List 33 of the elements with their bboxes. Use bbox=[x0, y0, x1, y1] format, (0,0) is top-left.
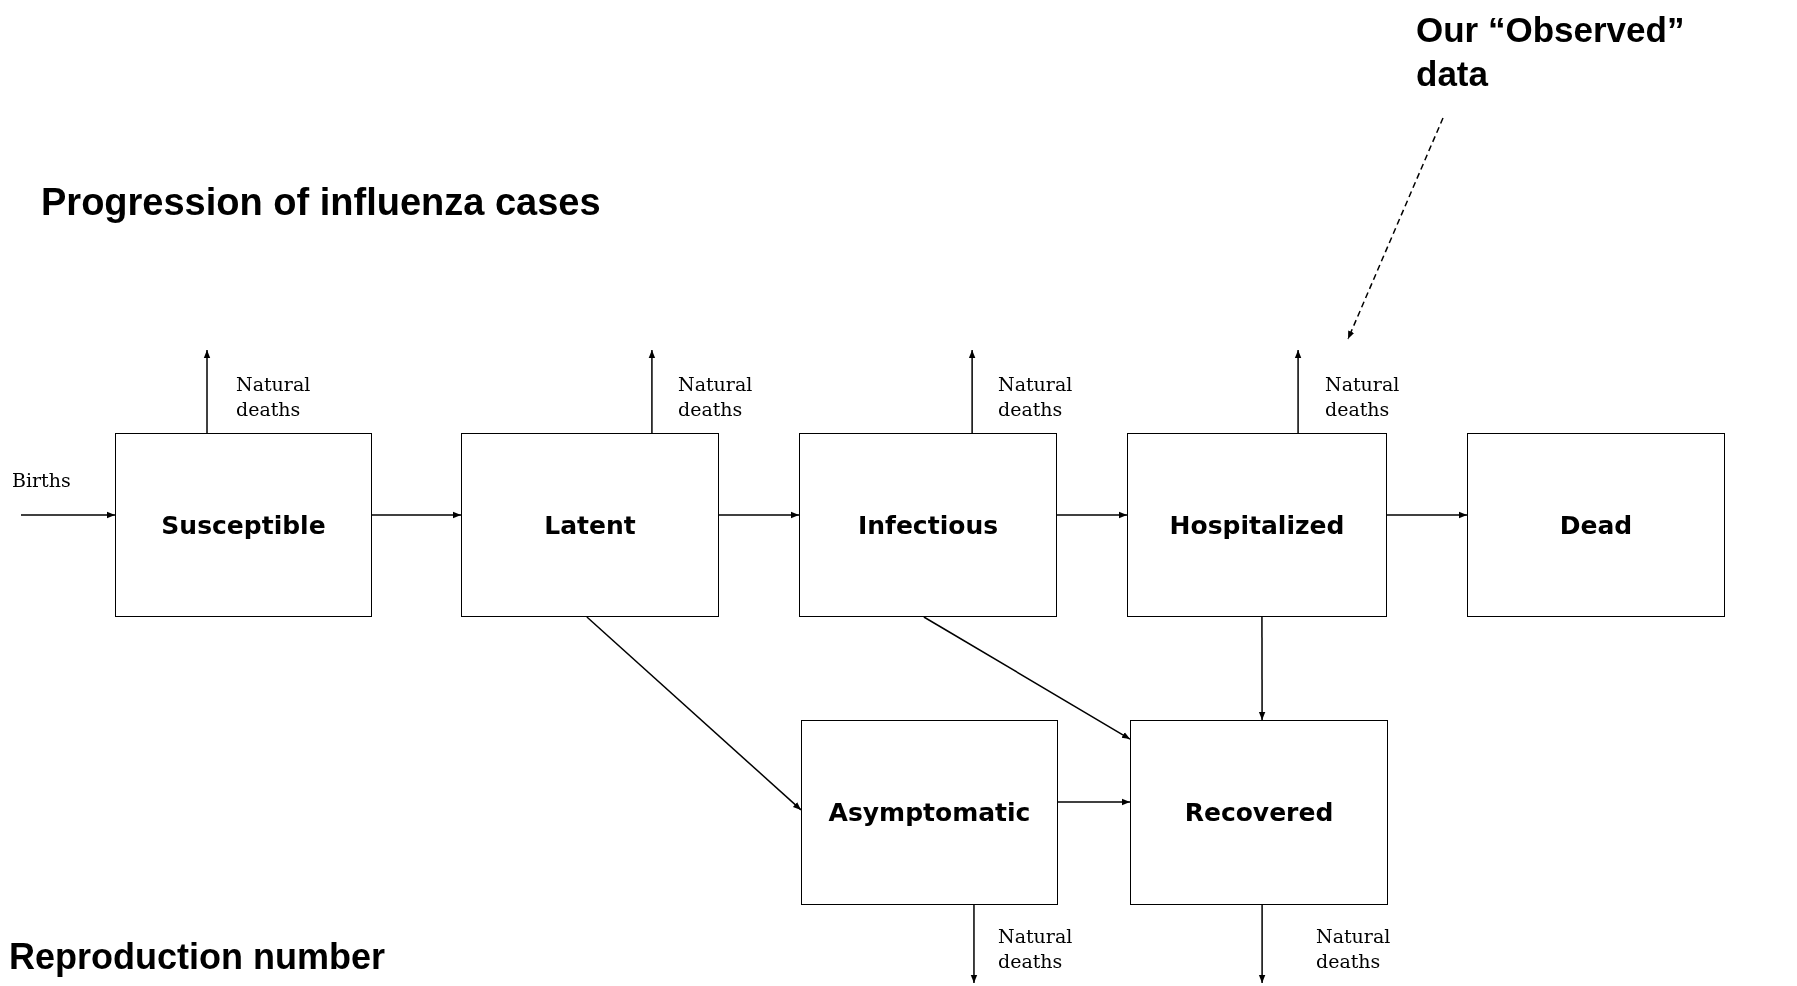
compartment-label: Hospitalized bbox=[1169, 510, 1345, 540]
arrow bbox=[968, 349, 976, 434]
compartment-label: Recovered bbox=[1184, 798, 1334, 827]
arrow bbox=[970, 904, 978, 984]
compartment-box bbox=[1127, 433, 1387, 617]
compartment-box bbox=[1130, 720, 1388, 905]
compartment-box bbox=[1467, 433, 1725, 617]
arrow bbox=[1258, 616, 1266, 721]
compartment-box bbox=[801, 720, 1058, 905]
compartment-label: Infectious bbox=[857, 510, 999, 540]
compartment-box bbox=[115, 433, 372, 617]
compartment-label: Susceptible bbox=[161, 510, 326, 540]
arrow bbox=[203, 349, 211, 434]
compartment-label: Asymptomatic bbox=[828, 798, 1031, 827]
compartment-label: Latent bbox=[544, 510, 636, 540]
arrow bbox=[20, 511, 116, 519]
arrow bbox=[718, 511, 800, 519]
diagram-title: Progression of influenza cases bbox=[41, 181, 601, 224]
section-heading: Reproduction number bbox=[9, 936, 385, 978]
leader-arrow bbox=[1347, 117, 1444, 340]
arrow bbox=[1294, 349, 1302, 434]
arrow bbox=[923, 616, 1131, 740]
arrow bbox=[1056, 511, 1128, 519]
annotation-text: Our “Observed” data bbox=[1416, 9, 1686, 95]
arrow bbox=[586, 616, 802, 811]
arrow bbox=[1057, 798, 1131, 806]
arrow bbox=[1258, 904, 1266, 984]
arrow bbox=[648, 349, 656, 434]
compartment-label: Dead bbox=[1559, 510, 1633, 540]
compartment-box bbox=[461, 433, 719, 617]
arrow bbox=[1386, 511, 1468, 519]
arrow bbox=[371, 511, 462, 519]
compartment-box bbox=[799, 433, 1057, 617]
